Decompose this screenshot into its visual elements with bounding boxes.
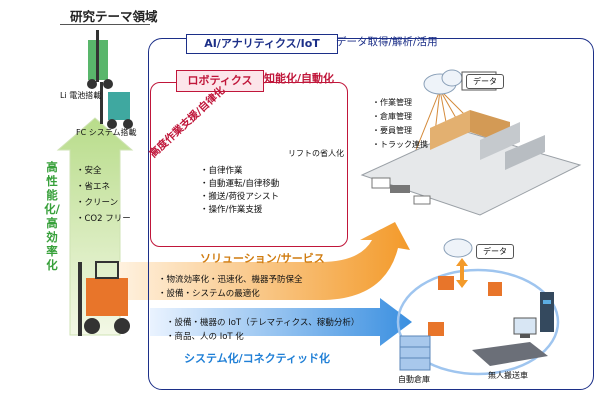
data-badge-bottom: データ — [476, 244, 514, 259]
robotics-list: ・自律作業 ・自動運転/自律移動 ・搬送/荷役アシスト ・操作/作業支援 — [200, 165, 279, 217]
orange-solution-arrow — [118, 222, 410, 300]
warehouse-item: ・要員管理 — [372, 126, 412, 135]
robotics-tag: ロボティクス — [176, 70, 264, 92]
ai-analytics-iot-frame — [148, 38, 594, 390]
server-tower — [540, 292, 554, 332]
connection-oval — [396, 268, 560, 376]
benefit-item: ・CO2 フリー — [76, 214, 131, 224]
left-benefits-list: ・安全 ・省エネ ・クリーン ・CO2 フリー — [76, 163, 131, 227]
benefit-item: ・省エネ — [76, 182, 111, 192]
robotics-item: ・自律作業 — [200, 166, 243, 176]
robotics-item: ・操作/作業支援 — [200, 205, 263, 215]
systemization-connected-label: システム化/コネクティッド化 — [184, 352, 331, 365]
bidirectional-arrow — [456, 258, 468, 288]
blue-system-arrow — [150, 298, 412, 346]
fc-forklift-image — [100, 82, 133, 129]
robotics-item: ・自動運転/自律移動 — [200, 179, 280, 189]
cloud-icon-top — [423, 69, 463, 95]
system-item: ・商品、人の IoT 化 — [166, 332, 244, 342]
benefit-item: ・安全 — [76, 166, 102, 176]
agv-caption: 無人搬送車 — [488, 371, 528, 380]
li-forklift-image — [87, 30, 113, 89]
high-performance-vertical-label: 高性能化/高効率化 — [44, 160, 60, 272]
li-battery-caption: Li 電池搭載 — [60, 91, 102, 100]
intelligence-automation-label: 知能化/自動化 — [264, 72, 335, 85]
system-list: ・設備・機器の IoT（テレマティクス、稼動分析） ・商品、人の IoT 化 — [166, 316, 359, 344]
warehouse-item: ・倉庫管理 — [372, 112, 412, 121]
small-forklift-3 — [428, 322, 444, 336]
small-forklift-1 — [438, 276, 454, 290]
auto-warehouse-caption: 自動倉庫 — [398, 375, 430, 384]
robotics-item: ・搬送/荷役アシスト — [200, 192, 280, 202]
ai-analytics-iot-label: AI/アナリティクス/IoT — [186, 34, 338, 54]
auto-warehouse-rack — [399, 335, 431, 371]
warehouse-illustration — [360, 110, 582, 216]
solution-item: ・物流効率化・迅速化、機器予防保全 — [158, 275, 303, 285]
data-acquisition-label: データ取得/解析/活用 — [336, 36, 438, 48]
solution-service-label: ソリューション/サービス — [200, 252, 325, 265]
page-title: 研究テーマ領域 — [70, 9, 158, 24]
warehouse-item: ・トラック連携 — [372, 140, 428, 149]
warehouse-item: ・作業管理 — [372, 98, 412, 107]
data-badge-top: データ — [466, 74, 504, 89]
solution-item: ・設備・システムの最適化 — [158, 289, 260, 299]
system-item: ・設備・機器の IoT（テレマティクス、稼動分析） — [166, 318, 360, 328]
benefit-item: ・クリーン — [76, 198, 119, 208]
lift-labor-saving-caption: リフトの省人化 — [288, 149, 344, 158]
warehouse-management-list: ・作業管理 ・倉庫管理 ・要員管理 ・トラック連携 — [372, 96, 428, 152]
agv-vehicle — [472, 342, 548, 366]
cloud-icon-bottom — [443, 238, 473, 258]
solution-list: ・物流効率化・迅速化、機器予防保全 ・設備・システムの最適化 — [158, 273, 303, 301]
pc-monitor — [513, 317, 537, 338]
title-underline — [60, 24, 150, 25]
engine-forklift-image — [78, 261, 130, 336]
fc-system-caption: FC システム搭載 — [76, 128, 137, 137]
robotics-frame — [150, 82, 348, 247]
small-forklift-2 — [488, 282, 502, 296]
